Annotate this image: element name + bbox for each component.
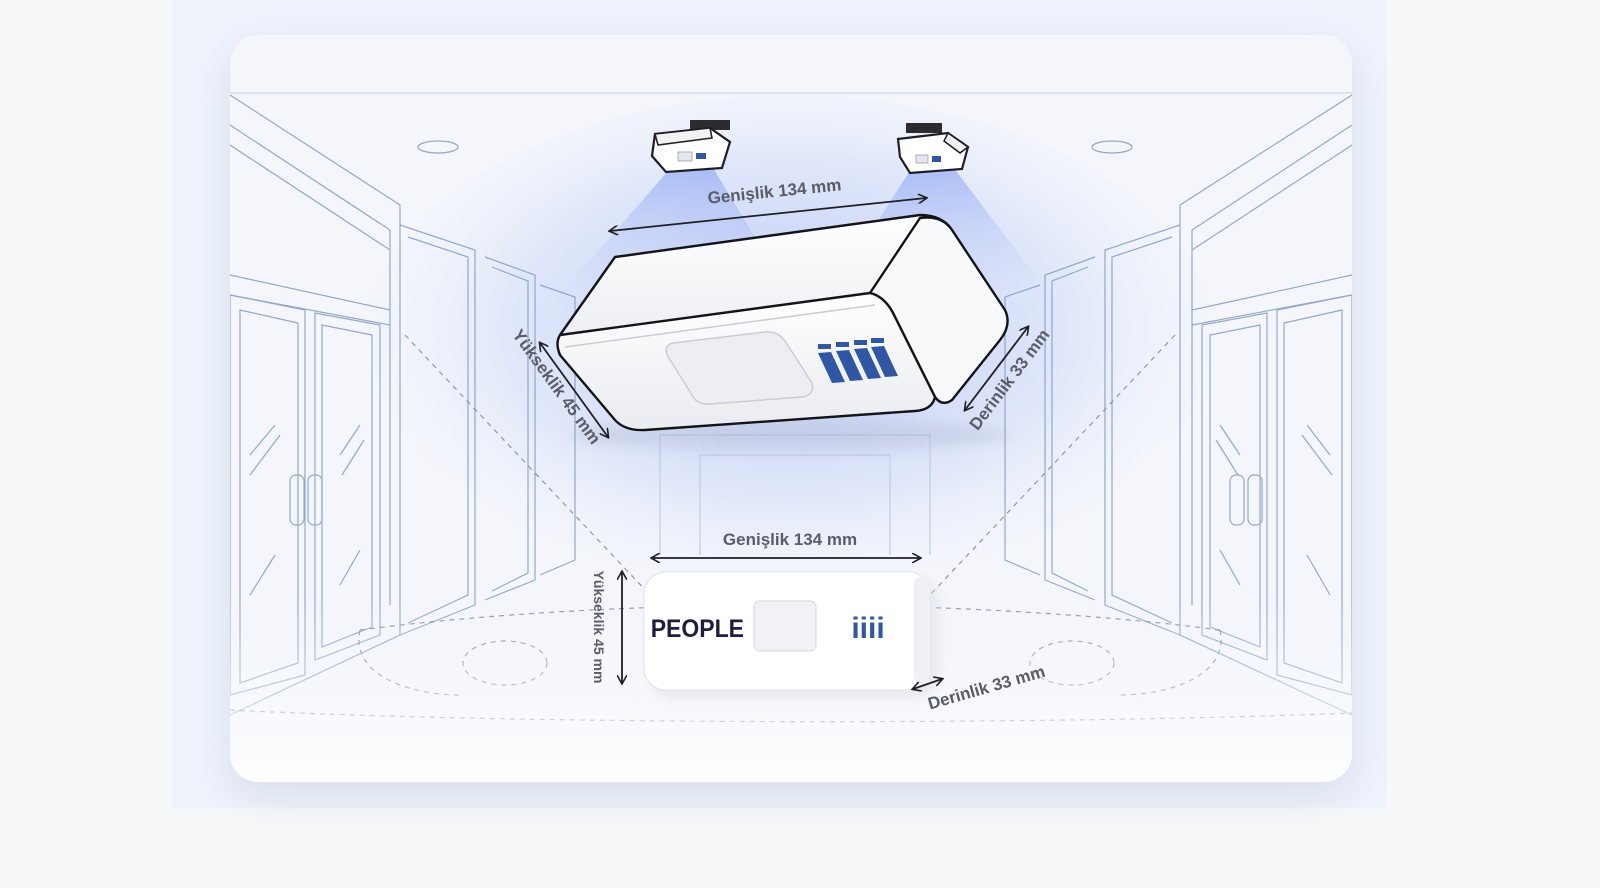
top-depth-arrow <box>965 327 1028 410</box>
top-width-arrow <box>610 198 926 231</box>
top-device-3d <box>556 213 1010 451</box>
ceiling-sensor-right-icon <box>896 123 970 175</box>
bottom-dimension-arrows <box>622 558 942 689</box>
top-dimension-arrows <box>540 198 1028 437</box>
bottom-logo-text: iiii <box>851 612 884 645</box>
ceiling-sensor-left-icon <box>650 120 732 174</box>
bottom-depth-arrow <box>913 679 942 689</box>
bottom-device-front: PEOPLE iiii <box>643 571 938 698</box>
illustration-card: Genişlik 134 mm Yükseklik 45 mm Derinlik… <box>230 35 1352 782</box>
bottom-height-label: Yükseklik 45 mm <box>591 571 607 684</box>
top-height-arrow <box>540 343 608 437</box>
bottom-brand-text: PEOPLE <box>651 615 744 643</box>
bottom-width-label: Genişlik 134 mm <box>723 530 857 549</box>
entrance-illustration: Genişlik 134 mm Yükseklik 45 mm Derinlik… <box>230 92 1352 782</box>
iiii-logo-icon <box>818 338 898 383</box>
bottom-lens-window <box>753 600 817 652</box>
